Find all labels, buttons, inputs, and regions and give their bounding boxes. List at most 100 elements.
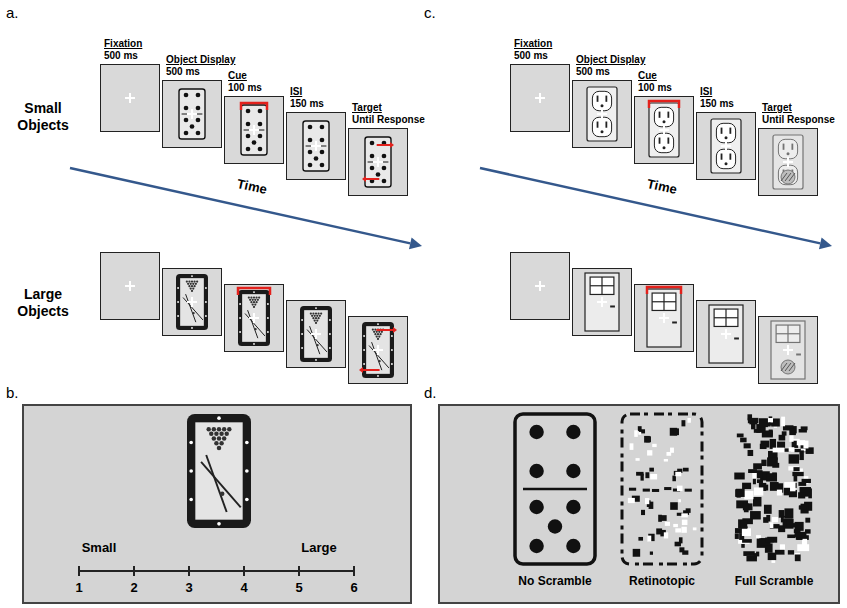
pool-ball xyxy=(317,312,319,314)
scrambled-speck xyxy=(645,498,649,504)
cue-ball xyxy=(378,360,380,362)
screen xyxy=(573,269,632,336)
domino-divider xyxy=(523,488,587,490)
pool-rail xyxy=(187,414,251,528)
pool-ball xyxy=(377,333,379,335)
scrambled-speck xyxy=(664,459,668,462)
screen-frame xyxy=(225,285,284,352)
screen xyxy=(287,301,346,368)
scrambled-fragment xyxy=(775,550,785,555)
fixation-cross xyxy=(539,281,541,291)
target-arrowhead xyxy=(393,327,397,333)
domino-dot xyxy=(320,138,325,143)
domino-dot xyxy=(314,156,319,161)
pool-ball xyxy=(315,317,317,319)
scrambled-fragment xyxy=(797,544,809,551)
object-image xyxy=(647,289,681,347)
scrambled-outline xyxy=(622,414,702,564)
cue-stick xyxy=(245,314,265,336)
scrambled-speck xyxy=(650,474,657,479)
size-scale xyxy=(79,566,354,576)
cue-ball xyxy=(192,312,194,314)
condition-label: Retinotopic xyxy=(629,574,695,589)
pool-ball xyxy=(212,436,216,440)
scrambled-fragment xyxy=(777,442,785,448)
target-hatch xyxy=(789,363,795,371)
scrambled-fragment xyxy=(802,539,807,545)
cue-stick xyxy=(201,462,241,508)
scrambled-fragment xyxy=(685,489,692,492)
scrambled-fragment xyxy=(629,488,636,491)
domino-dot xyxy=(258,147,263,152)
door-body xyxy=(585,273,619,331)
scrambled-fragment xyxy=(789,454,799,463)
pool-felt xyxy=(242,294,266,342)
pool-ball xyxy=(315,312,317,314)
scrambled-fragment xyxy=(646,436,651,442)
object-image xyxy=(241,105,267,155)
rail-dot xyxy=(217,522,221,526)
outlet-socket xyxy=(592,117,611,136)
pool-ball xyxy=(310,312,312,314)
figure-panel: SmallLarge123456 xyxy=(22,404,412,604)
scrambled-speck xyxy=(664,532,668,538)
pool-ball xyxy=(315,322,317,324)
scrambled-fragment xyxy=(679,537,683,543)
pool-ball xyxy=(217,446,221,450)
screen xyxy=(759,317,818,384)
screen-frame xyxy=(511,253,570,320)
pool-ball xyxy=(312,317,314,319)
scrambled-fragment xyxy=(799,429,807,432)
rail-dot xyxy=(245,441,249,445)
scrambled-fragment xyxy=(742,539,752,543)
pool-ball xyxy=(319,315,321,317)
object-image xyxy=(238,290,270,346)
rail-dot xyxy=(205,301,207,303)
screen-illustration xyxy=(440,406,838,602)
scrambled-fragment xyxy=(633,549,640,557)
screen-frame xyxy=(101,253,160,320)
scrambled-fragment xyxy=(734,473,744,480)
domino-dot xyxy=(258,122,263,127)
rail-dot xyxy=(377,375,379,377)
pool-table xyxy=(187,414,251,528)
screen-content xyxy=(241,103,267,155)
scrambled-fragment xyxy=(781,417,785,427)
outlet-socket xyxy=(716,123,735,142)
outlet-plate xyxy=(711,119,741,173)
object-image xyxy=(771,321,805,379)
domino-dot xyxy=(529,425,543,439)
rail-dot xyxy=(177,301,179,303)
scrambled-fragment xyxy=(741,520,747,529)
outlet-ground xyxy=(601,130,604,133)
pool-ball xyxy=(249,299,251,301)
scrambled-fragment xyxy=(797,440,805,445)
screen-duration: 150 ms xyxy=(700,98,734,110)
fixation-cross xyxy=(377,157,379,167)
pool-ball xyxy=(192,283,194,285)
rail-dot xyxy=(301,333,303,335)
outlet-slot xyxy=(729,128,731,134)
scrambled-fragment xyxy=(764,505,772,514)
scrambled-fragment xyxy=(749,421,757,424)
scale-number: 1 xyxy=(75,580,82,595)
pool-ball xyxy=(316,319,318,321)
domino-dot xyxy=(246,147,251,152)
pool-felt xyxy=(180,278,204,326)
scrambled-fragment xyxy=(683,468,689,472)
rail-dot xyxy=(363,349,365,351)
pool-ball xyxy=(374,328,376,330)
rail-dot xyxy=(267,303,269,305)
pool-ball xyxy=(222,436,226,440)
window-bar xyxy=(590,285,614,286)
object-image xyxy=(709,305,743,363)
scale-number: 5 xyxy=(295,580,302,595)
scrambled-fragment xyxy=(787,535,795,539)
scrambled-fragment xyxy=(672,476,676,482)
scrambled-fragment xyxy=(756,535,761,538)
pool-ball xyxy=(374,333,376,335)
screen-content xyxy=(303,121,329,171)
domino-dot xyxy=(320,125,325,130)
door-handle xyxy=(796,353,801,355)
screen-illustration xyxy=(573,81,631,147)
